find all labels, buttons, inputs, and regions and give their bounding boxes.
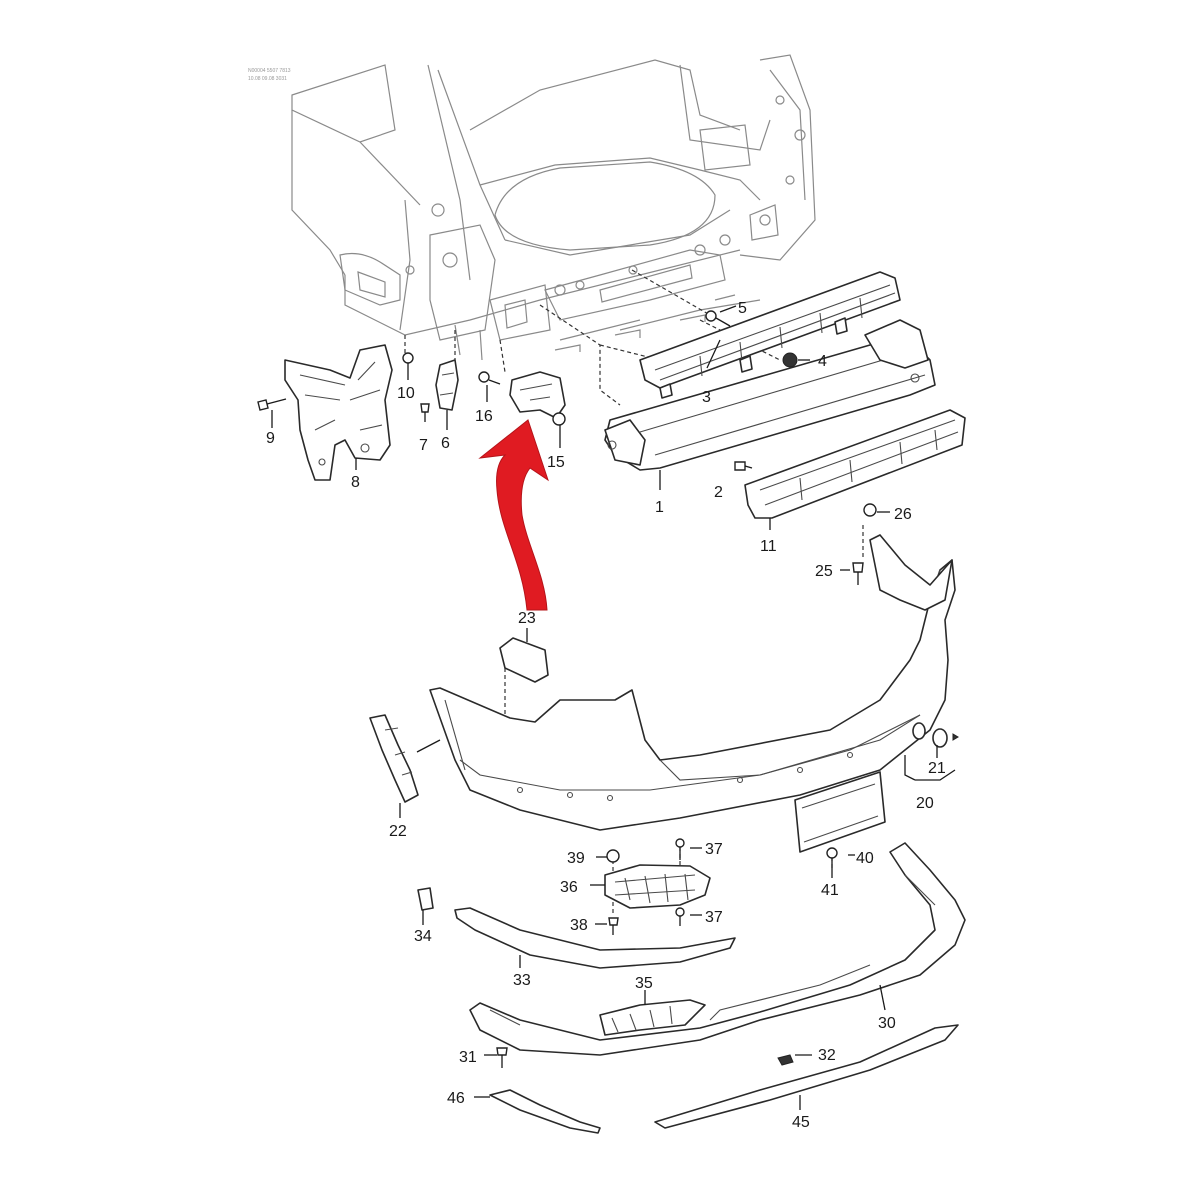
callout-4: 4 (818, 353, 827, 370)
part-8-bumper-guide-left (284, 344, 393, 481)
callout-46: 46 (447, 1090, 465, 1107)
part-40-license-plate-holder (794, 771, 886, 853)
leader-lines (271, 305, 956, 1110)
callout-5: 5 (738, 300, 747, 317)
part-45-lower-trim-strip (654, 1024, 959, 1129)
part-35-insert (599, 999, 706, 1036)
callout-41: 41 (821, 882, 839, 899)
callout-39: 39 (567, 850, 585, 867)
callout-10: 10 (397, 385, 415, 402)
callout-36: 36 (560, 879, 578, 896)
part-3-energy-absorber-upper (639, 271, 901, 399)
callout-11: 11 (760, 538, 777, 555)
callout-8: 8 (351, 474, 360, 491)
callout-26: 26 (894, 506, 912, 523)
svg-text:N00004 5507 7813: N00004 5507 7813 (248, 68, 291, 74)
vehicle-rear-body: N00004 5507 7813 10.08 09.08 3031 (248, 54, 816, 361)
callout-labels: 1 2 3 4 5 6 7 8 9 10 11 15 16 20 21 22 2… (266, 300, 946, 1131)
svg-text:10.08 09.08 3031: 10.08 09.08 3031 (248, 76, 287, 82)
callout-31: 31 (459, 1049, 477, 1066)
callout-25: 25 (815, 563, 833, 580)
part-11-energy-absorber-lower (744, 409, 966, 519)
callout-6: 6 (441, 435, 450, 452)
part-23-cover (499, 637, 549, 683)
callout-22: 22 (389, 823, 407, 840)
callout-21: 21 (928, 760, 946, 777)
part-46-side-strip (489, 1089, 601, 1134)
callout-9: 9 (266, 430, 275, 447)
part-21-tow-eye-cap (932, 728, 959, 748)
callout-37-top: 37 (705, 841, 723, 858)
part-36-trim-insert (604, 864, 711, 909)
callout-45: 45 (792, 1114, 810, 1131)
callout-16: 16 (475, 408, 493, 425)
fasteners (257, 310, 877, 1068)
callout-37-bottom: 37 (705, 909, 723, 926)
part-20-bumper-cover (429, 534, 956, 831)
callout-40: 40 (856, 850, 874, 867)
red-arrow-icon (478, 419, 549, 611)
part-6-bracket (435, 359, 459, 411)
part-33-trim-strip (454, 907, 736, 969)
part-22-side-bracket (369, 714, 419, 803)
callout-33: 33 (513, 972, 531, 989)
callout-3: 3 (702, 389, 711, 406)
callout-1: 1 (655, 499, 664, 516)
callout-7: 7 (419, 437, 428, 454)
callout-34: 34 (414, 928, 432, 945)
callout-30: 30 (878, 1015, 896, 1032)
callout-38: 38 (570, 917, 588, 934)
callout-20: 20 (916, 795, 934, 812)
callout-35: 35 (635, 975, 653, 992)
part-30-lower-diffuser (469, 842, 966, 1056)
callout-23: 23 (518, 610, 536, 627)
part-guide-bracket-right (509, 371, 566, 419)
callout-2: 2 (714, 484, 723, 501)
part-1-bumper-reinforcement (604, 319, 936, 471)
part-34-clip (417, 887, 434, 911)
callout-15: 15 (547, 454, 565, 471)
callout-32: 32 (818, 1047, 836, 1064)
